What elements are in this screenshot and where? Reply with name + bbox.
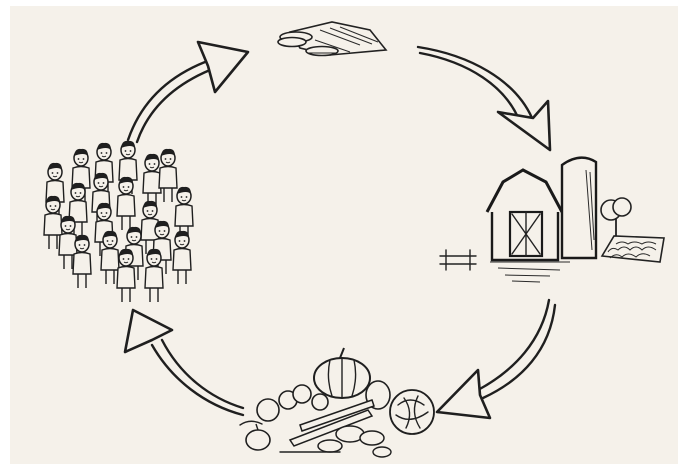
- arrow-farm-to-produce: [435, 298, 557, 420]
- arrow-people-to-money: [126, 40, 250, 144]
- arrow-produce-to-people: [123, 308, 245, 417]
- farm-icon: [439, 156, 665, 283]
- produce-icon: [239, 347, 435, 458]
- people-icon: [43, 140, 194, 303]
- money-icon: [277, 21, 388, 57]
- arrow-money-to-farm: [416, 45, 552, 152]
